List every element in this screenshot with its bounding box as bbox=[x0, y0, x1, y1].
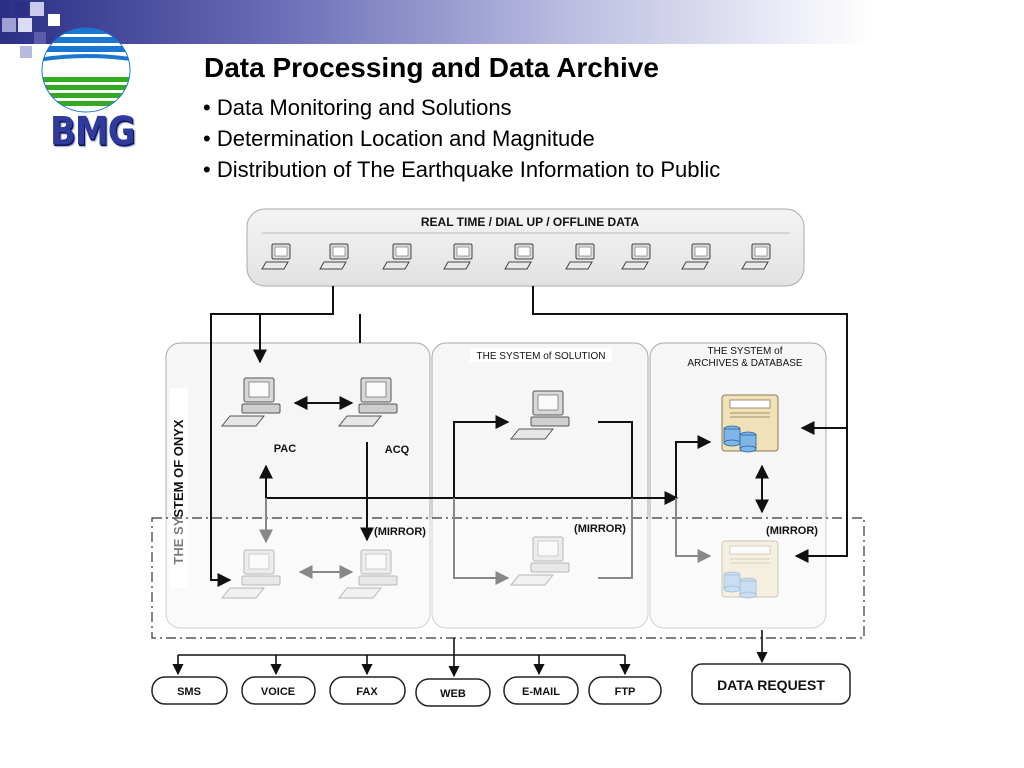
voice-label: VOICE bbox=[261, 686, 295, 698]
ftp-box bbox=[588, 676, 662, 705]
mirror-label: (MIRROR) bbox=[574, 523, 626, 535]
connection-lines bbox=[210, 286, 848, 587]
voice-box bbox=[241, 676, 316, 705]
bullet-item: Distribution of The Earthquake Informati… bbox=[203, 154, 720, 185]
onyx-system-label: THE SYSTEM OF ONYX bbox=[171, 419, 186, 565]
output-bus-lines bbox=[172, 630, 768, 678]
header-gradient-bar bbox=[0, 0, 1024, 44]
solution-label-background bbox=[470, 348, 612, 362]
archives-system-label-line2: ARCHIVES & DATABASE bbox=[687, 358, 803, 369]
bullet-list: Data Monitoring and Solutions Determinat… bbox=[203, 92, 720, 185]
solution-system-label: THE SYSTEM of SOLUTION bbox=[477, 351, 606, 362]
fax-box bbox=[329, 676, 406, 705]
ftp-label: FTP bbox=[615, 686, 636, 698]
onyx-label-background bbox=[170, 388, 188, 588]
bullet-item: Determination Location and Magnitude bbox=[203, 123, 720, 154]
decor-square bbox=[2, 18, 16, 32]
decor-square bbox=[48, 14, 60, 26]
email-box bbox=[503, 676, 579, 705]
solution-system-panel bbox=[431, 342, 649, 629]
sms-box bbox=[151, 676, 228, 705]
data-request-label: DATA REQUEST bbox=[717, 677, 825, 693]
decor-square bbox=[20, 46, 32, 58]
data-request-box bbox=[691, 663, 851, 705]
decor-square bbox=[34, 32, 46, 44]
slide-title: Data Processing and Data Archive bbox=[204, 52, 659, 83]
archive-server-icon bbox=[721, 394, 779, 453]
fax-label: FAX bbox=[356, 686, 378, 698]
mirror-connection-lines bbox=[259, 498, 712, 585]
mirror-label: (MIRROR) bbox=[374, 526, 426, 538]
globe-icon bbox=[41, 27, 131, 113]
pac-label: PAC bbox=[274, 443, 296, 455]
logo-text: BMG bbox=[50, 109, 136, 155]
archives-system-label-line1: THE SYSTEM of bbox=[707, 346, 782, 357]
decor-square bbox=[30, 2, 44, 16]
mirror-dashed-boundary bbox=[151, 517, 865, 639]
acq-label: ACQ bbox=[385, 444, 410, 456]
sms-label: SMS bbox=[177, 686, 201, 698]
bullet-item: Data Monitoring and Solutions bbox=[203, 92, 720, 123]
station-terminals bbox=[261, 243, 771, 270]
mirror-label: (MIRROR) bbox=[766, 525, 818, 537]
web-box bbox=[415, 678, 491, 707]
archive-mirror-server-icon bbox=[721, 540, 779, 599]
decor-square bbox=[18, 18, 32, 32]
bmg-logo bbox=[38, 22, 138, 162]
web-label: WEB bbox=[440, 688, 466, 700]
output-channels: SMS VOICE FAX WEB E-MAIL FTP DATA REQUES… bbox=[151, 663, 851, 707]
realtime-label: REAL TIME / DIAL UP / OFFLINE DATA bbox=[421, 215, 640, 229]
decor-square bbox=[14, 2, 28, 16]
email-label: E-MAIL bbox=[522, 686, 560, 698]
